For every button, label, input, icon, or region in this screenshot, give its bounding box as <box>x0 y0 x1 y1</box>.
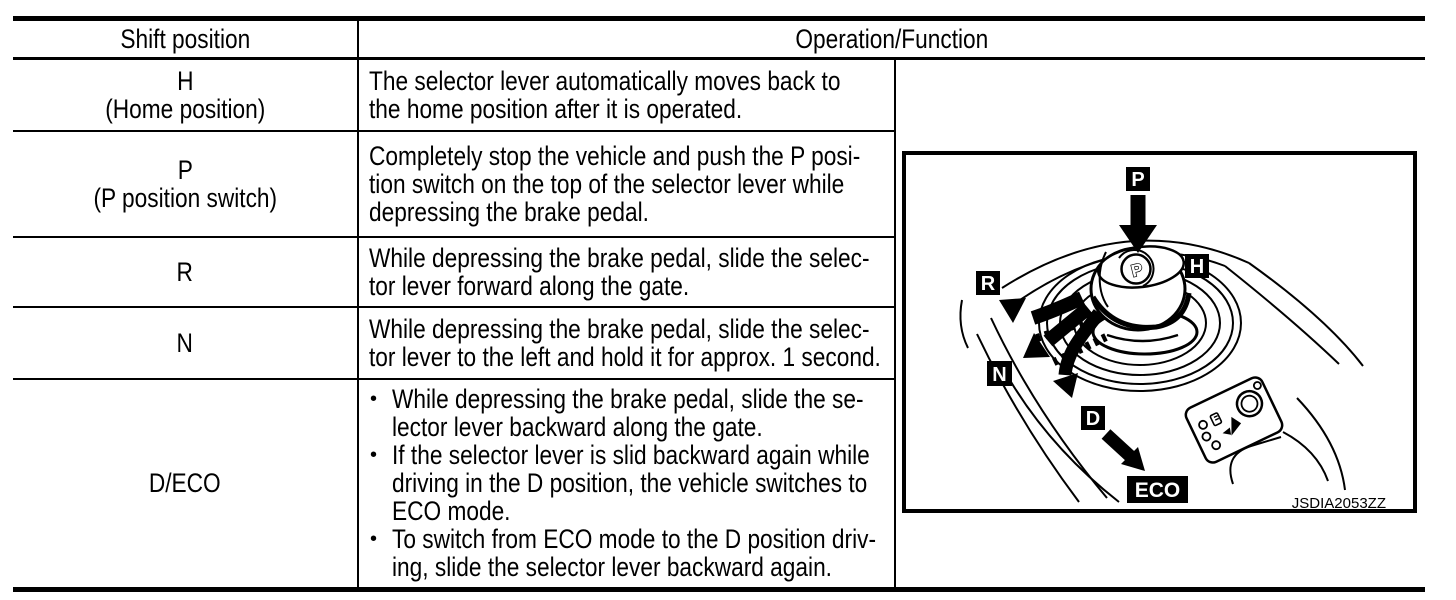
label-d-box <box>1081 406 1105 430</box>
header-operation-function-label: Operation/Function <box>795 24 989 54</box>
bullet-glyph: • <box>370 388 378 411</box>
bullet-text-2: If the selector lever is slid backward a… <box>392 440 870 527</box>
cell-position-r: R <box>13 236 359 308</box>
shifter-button-panel <box>1184 376 1284 464</box>
operation-p-text: Completely stop the vehicle and push the… <box>369 140 861 227</box>
knob-p-letter: P <box>1129 260 1145 281</box>
arrow-d-icon <box>1053 309 1105 398</box>
bullet-item: • To switch from ECO mode to the D posit… <box>369 525 890 581</box>
label-r: R <box>981 273 996 295</box>
bullet-item: • If the selector lever is slid backward… <box>369 441 890 525</box>
p-position-switch-button <box>1120 253 1152 285</box>
figure-id: JSDIA2053ZZ <box>1292 495 1386 512</box>
label-h: H <box>1190 256 1204 278</box>
label-eco-box <box>1127 476 1188 503</box>
header-operation-function: Operation/Function <box>358 18 1426 60</box>
position-n-label: N <box>176 327 194 358</box>
table-header-row: Shift position Operation/Function <box>13 18 1426 60</box>
cell-operation-n: While depressing the brake pedal, slide … <box>358 306 896 380</box>
position-deco-label: D/ECO <box>149 468 221 499</box>
arrow-n-icon <box>1023 302 1093 358</box>
operation-r-text: While depressing the brake pedal, slide … <box>369 242 870 301</box>
bullet-item: • While depressing the brake pedal, slid… <box>369 385 890 441</box>
cell-operation-p: Completely stop the vehicle and push the… <box>358 130 896 238</box>
panel-indicator-light <box>1201 431 1212 442</box>
cell-position-p: P (P position switch) <box>13 130 359 238</box>
position-h-label: H (Home position) <box>104 65 266 124</box>
label-eco: ECO <box>1135 479 1181 502</box>
table-row-h: H (Home position) The selector lever aut… <box>13 58 1426 590</box>
arrow-eco-icon <box>1101 429 1145 471</box>
panel-indicator-light <box>1198 419 1208 430</box>
bullet-text-3: To switch from ECO mode to the D positio… <box>392 524 877 583</box>
label-p-box <box>1126 167 1150 191</box>
panel-mode-glyph <box>1222 427 1232 435</box>
table-row-deco: D/ECO • While depressing the brake pedal… <box>13 378 1425 590</box>
shifter-illustration: P <box>902 151 1417 513</box>
header-shift-position: Shift position <box>13 18 359 60</box>
cell-illustration: P <box>893 58 1426 590</box>
operation-n-text: While depressing the brake pedal, slide … <box>369 313 881 372</box>
operation-h-text: The selector lever automatically moves b… <box>369 65 841 124</box>
label-d: D <box>1086 408 1100 430</box>
label-h-box <box>1185 254 1209 278</box>
cell-position-n: N <box>13 306 359 380</box>
position-labels: P H R N D ECO <box>976 167 1209 503</box>
shift-position-table: Shift position Operation/Function H (Hom… <box>13 16 1426 592</box>
panel-shift-glyph <box>1209 412 1223 427</box>
label-n: N <box>992 364 1006 386</box>
cell-position-deco: D/ECO <box>13 378 359 590</box>
cell-operation-r: While depressing the brake pedal, slide … <box>358 236 896 308</box>
table-row-n: N While depressing the brake pedal, slid… <box>13 306 1425 380</box>
console-outline <box>959 239 1364 503</box>
panel-arrow-icon <box>1231 416 1242 436</box>
cell-operation-deco: • While depressing the brake pedal, slid… <box>358 378 896 590</box>
panel-indicator-light <box>1211 440 1222 451</box>
operation-deco-bullet-list: • While depressing the brake pedal, slid… <box>369 385 890 581</box>
label-p: P <box>1131 169 1144 191</box>
bullet-text-1: While depressing the brake pedal, slide … <box>392 384 864 443</box>
position-p-label: P (P position switch) <box>93 154 277 213</box>
panel-indicator-light <box>1252 381 1262 390</box>
panel-p-button <box>1235 389 1264 418</box>
position-r-label: R <box>176 256 194 287</box>
label-r-box <box>976 271 1000 295</box>
cell-operation-h: The selector lever automatically moves b… <box>358 58 896 132</box>
illustration-frame: P <box>902 151 1417 513</box>
arrow-r-icon <box>999 291 1085 325</box>
bullet-glyph: • <box>370 528 378 551</box>
bullet-glyph: • <box>370 444 378 467</box>
header-shift-position-label: Shift position <box>120 24 250 54</box>
arrow-p-icon <box>1119 195 1157 253</box>
table-row-p: P (P position switch) Completely stop th… <box>13 130 1425 238</box>
cell-position-h: H (Home position) <box>13 58 359 132</box>
table-row-r: R While depressing the brake pedal, slid… <box>13 236 1425 308</box>
label-n-box <box>987 361 1012 386</box>
